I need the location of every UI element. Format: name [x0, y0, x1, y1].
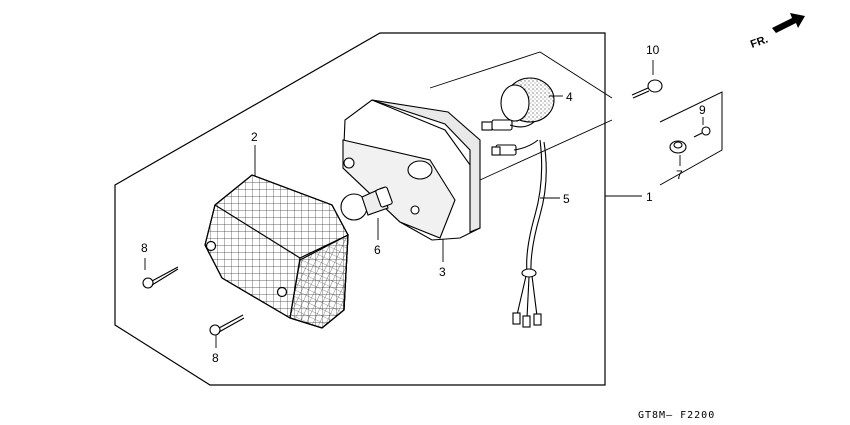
callout-base: 3: [439, 265, 446, 279]
bulb: [340, 186, 393, 221]
bolt: [631, 79, 663, 99]
callout-lens: 2: [251, 130, 258, 144]
screw-lens-b: [209, 314, 245, 336]
callout-socket: 4: [566, 90, 573, 104]
callout-screw-base: 9: [699, 103, 706, 117]
screw-lens-a: [142, 266, 179, 289]
direction-label: FR.: [749, 33, 770, 50]
tail-light-base: [342, 99, 481, 241]
front-direction-arrow: FR.: [749, 13, 805, 51]
assembly-outline-inner: [429, 51, 613, 99]
drawing-code: GT8M– F2200: [638, 410, 715, 421]
mounting-plate: [659, 91, 723, 186]
assembly-outline: [114, 32, 606, 386]
arrow-icon: [772, 13, 805, 33]
tail-light-lens: [204, 174, 349, 329]
assembly-outline-inner-2: [479, 119, 613, 181]
collar: [669, 140, 687, 154]
callout-assembly: 1: [646, 190, 653, 204]
callout-screw-lens-b: 8: [212, 351, 219, 365]
socket: [481, 77, 555, 156]
leader-lines: [144, 60, 704, 348]
callout-bolt: 10: [646, 43, 660, 57]
callout-bulb: 6: [374, 243, 381, 257]
callout-screw-lens-a: 8: [141, 241, 148, 255]
screw-base: [693, 126, 711, 138]
callout-collar: 7: [676, 168, 683, 182]
wire-harness: [512, 139, 547, 328]
callout-harness: 5: [563, 192, 570, 206]
